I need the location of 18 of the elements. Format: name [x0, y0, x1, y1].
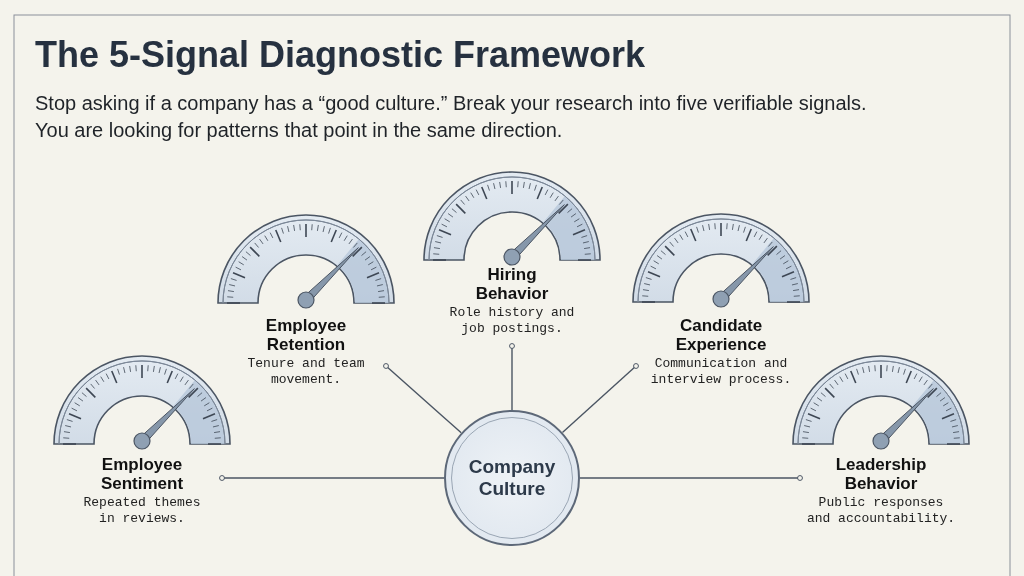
signal-description: Communication and interview process.: [649, 356, 793, 388]
signal-title: Candidate Experience: [674, 316, 768, 354]
signal-description: Tenure and team movement.: [246, 356, 366, 388]
signal-title: Hiring Behavior: [474, 265, 550, 303]
signal-title: Employee Sentiment: [99, 455, 185, 493]
signal-description: Repeated themes in reviews.: [82, 495, 202, 527]
signal-description: Public responses and accountability.: [805, 495, 957, 527]
connector-line: [561, 363, 639, 434]
connector-line: [509, 343, 515, 411]
intro-paragraph: Stop asking if a company has a “good culture.” Break your research into five verifiable signals. You are looking for patterns that point in the same direction.: [35, 91, 868, 143]
title: The 5-Signal Diagnostic Framework: [35, 34, 646, 76]
connector-line: [219, 475, 445, 481]
connector-line: [383, 363, 462, 434]
signal-title: Employee Retention: [264, 316, 348, 354]
connector-line: [579, 475, 803, 481]
signal-title: Leadership Behavior: [834, 455, 928, 493]
hub-title: Company Culture: [467, 456, 557, 500]
signal-description: Role history and job postings.: [448, 305, 576, 337]
